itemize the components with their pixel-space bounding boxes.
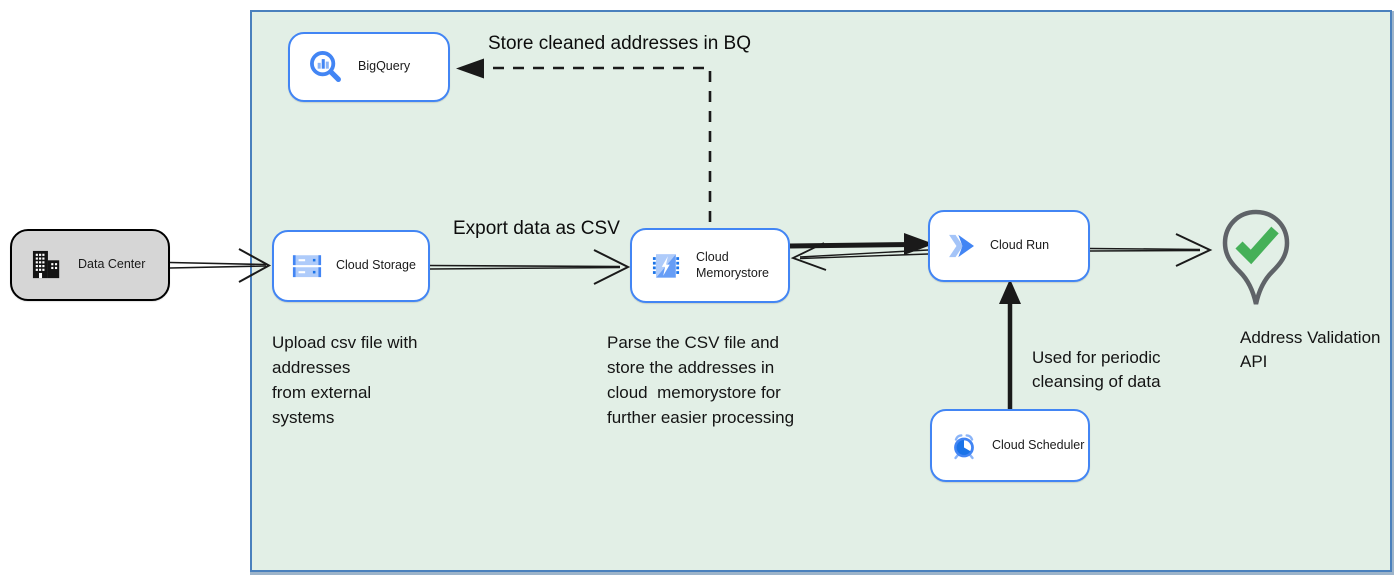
bigquery-magnifier-icon xyxy=(308,49,344,85)
node-label: BigQuery xyxy=(358,59,411,74)
node-bigquery[interactable]: BigQuery xyxy=(288,32,450,102)
node-cloud-memorystore[interactable]: Cloud Memorystore xyxy=(630,228,790,303)
alarm-clock-icon xyxy=(950,432,978,460)
node-data-center[interactable]: Data Center xyxy=(10,229,170,301)
node-cloud-scheduler[interactable]: Cloud Scheduler xyxy=(930,409,1090,482)
address-validation-label: Address Validation API xyxy=(1240,328,1381,371)
node-cloud-run[interactable]: Cloud Run xyxy=(928,210,1090,282)
node-label: Cloud Memorystore xyxy=(696,249,769,280)
parse-note: Parse the CSV file and store the address… xyxy=(607,333,795,427)
memorystore-chip-icon xyxy=(650,252,682,280)
node-cloud-storage[interactable]: Cloud Storage xyxy=(272,230,430,302)
node-address-validation-api[interactable] xyxy=(1220,207,1292,327)
node-label: Cloud Storage xyxy=(336,258,416,273)
node-label: Cloud Scheduler xyxy=(992,437,1085,452)
node-label: Cloud Run xyxy=(990,238,1050,253)
building-icon xyxy=(30,250,64,280)
periodic-note: Used for periodic cleansing of data xyxy=(1032,348,1161,391)
gcp-container-zone xyxy=(250,10,1392,572)
store-bq-label: Store cleaned addresses in BQ xyxy=(488,33,751,54)
cloud-run-arrows-icon xyxy=(948,234,976,258)
node-label: Data Center xyxy=(78,257,146,272)
storage-buckets-icon xyxy=(292,254,322,279)
map-pin-check-icon xyxy=(1220,209,1292,331)
upload-note: Upload csv file with addresses from exte… xyxy=(272,333,418,427)
export-csv-label: Export data as CSV xyxy=(453,218,620,239)
